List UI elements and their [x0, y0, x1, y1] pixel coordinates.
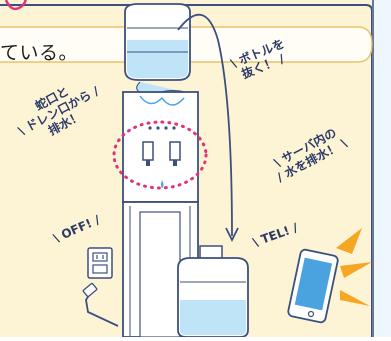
ringing-marks	[336, 228, 372, 306]
right-panel	[372, 0, 391, 337]
caption-text: ている。	[0, 42, 79, 64]
heart-icon	[4, 0, 27, 11]
flow-arrow	[177, 13, 233, 237]
tap-highlight-ring	[112, 120, 208, 190]
power-outlet-icon	[82, 247, 119, 327]
arrow-head	[225, 227, 239, 243]
water-bottle-icon	[177, 245, 249, 338]
smartphone-icon	[287, 248, 339, 324]
